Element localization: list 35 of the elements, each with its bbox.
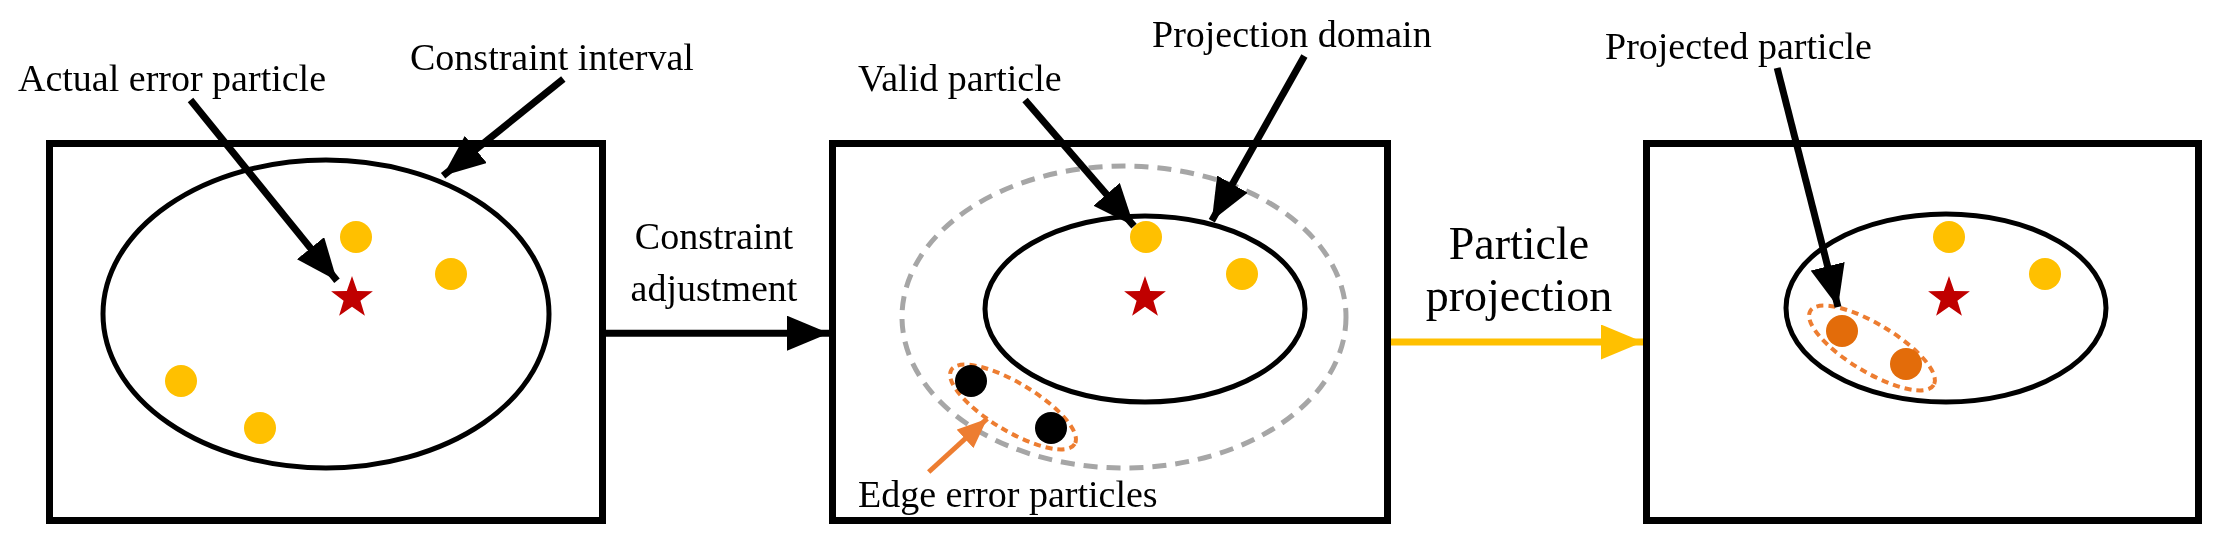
edge-label: Constraint adjustment: [629, 214, 799, 311]
particle-dot: [165, 365, 197, 397]
particle-dot: [244, 412, 276, 444]
particle-dot: [435, 258, 467, 290]
panel-frame: [46, 140, 606, 524]
arrow: [1022, 97, 1137, 229]
annotation-text: Edge error particles: [858, 472, 1158, 516]
ellipse-region: [982, 213, 1308, 405]
dashed-ellipse: [899, 163, 1349, 471]
annotation-text: Actual error particle: [18, 56, 327, 100]
dashed-ellipse: [1804, 303, 1940, 393]
particle-dot: [2029, 258, 2061, 290]
annotation-text: Projection domain: [1152, 12, 1432, 56]
panel-frame: [1643, 140, 2202, 524]
annotation-text: Constraint interval: [410, 35, 694, 79]
arrow: [440, 76, 566, 179]
dashed-ellipse: [945, 362, 1081, 452]
panel-frame: [829, 140, 1391, 524]
particle-dot: [1933, 221, 1965, 253]
particle-dot: [1226, 258, 1258, 290]
arrow: [1773, 67, 1845, 308]
arrow: [187, 97, 340, 283]
annotation-text: Valid particle: [858, 56, 1062, 100]
ellipse-region: [1783, 211, 2109, 405]
particle-dot: [955, 365, 987, 397]
ellipse-region: [100, 157, 552, 471]
arrow: [1208, 54, 1308, 223]
arrow: [927, 416, 989, 474]
edge-label: Particle projection: [1424, 218, 1614, 322]
particle-dot: [1826, 315, 1858, 347]
particle-dot: [340, 221, 372, 253]
particle-dot: [1890, 348, 1922, 380]
annotation-text: Projected particle: [1605, 24, 1872, 68]
particle-dot: [1130, 221, 1162, 253]
particle-dot: [1035, 412, 1067, 444]
